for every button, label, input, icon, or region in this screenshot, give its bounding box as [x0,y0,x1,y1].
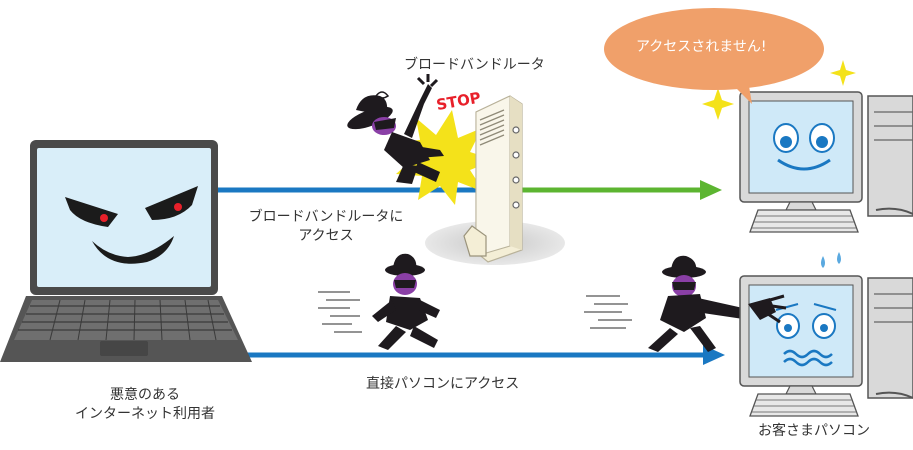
svg-text:STOP: STOP [435,89,482,115]
attacker-label-line2: インターネット利用者 [75,405,215,422]
attacked-pc-icon [739,252,913,417]
speech-bubble-text: アクセスされません! [636,39,767,55]
attacker-laptop-icon [0,140,252,362]
speech-bubble [604,8,824,104]
villain-running-icon [318,253,440,350]
router-label: ブロードバンドルータ [404,57,545,73]
router-access-label-line2: アクセス [298,227,354,244]
green-arrow-to-pc [520,180,722,200]
customer-pc-label: お客さまパソコン [758,423,870,439]
villain-blocked-icon [347,74,444,184]
impact-flash-icon [394,110,495,205]
router-access-label: ブロードバンドルータに アクセス [226,208,426,246]
router-icon [394,95,565,265]
router-access-label-line1: ブロードバンドルータに [248,209,404,225]
attacker-label: 悪意のある インターネット利用者 [50,386,240,424]
direct-access-label: 直接パソコンにアクセス [366,376,520,392]
villain-grabbing-icon [584,255,752,352]
evil-face-icon [65,186,198,264]
stop-sign-text: STOP [435,89,482,115]
sparkle-icon [702,60,856,120]
protected-pc-icon [739,91,913,233]
attacker-label-line1: 悪意のある [110,387,180,403]
